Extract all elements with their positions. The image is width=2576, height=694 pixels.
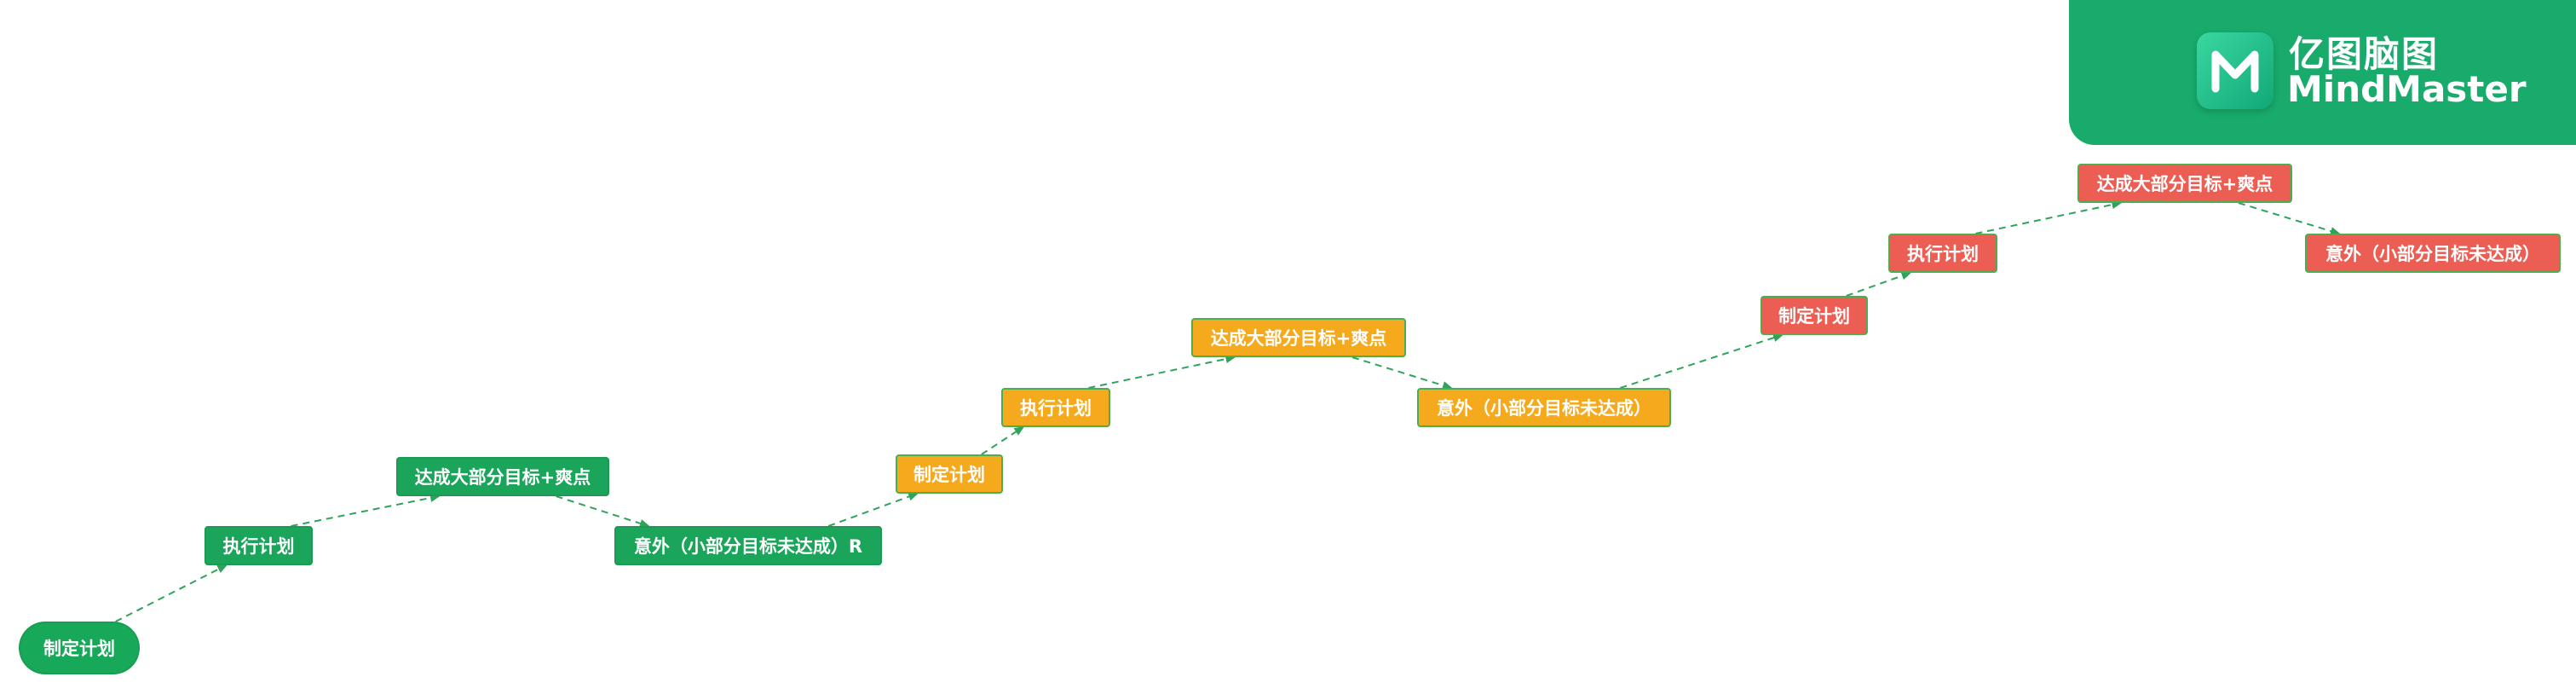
node-s2-plan[interactable]: 制定计划 <box>896 454 1003 494</box>
connector-arrow <box>1620 333 1784 389</box>
connector-arrow <box>291 494 441 527</box>
node-s2-exec[interactable]: 执行计划 <box>1001 388 1110 427</box>
node-s1-exec[interactable]: 执行计划 <box>205 526 313 565</box>
connector-arrow <box>1975 200 2123 234</box>
connector-arrow <box>115 564 228 622</box>
node-s2-accident[interactable]: 意外（小部分目标未达成） <box>1417 388 1671 427</box>
node-s3-accident[interactable]: 意外（小部分目标未达成） <box>2305 234 2561 273</box>
node-s3-plan[interactable]: 制定计划 <box>1761 296 1868 335</box>
node-s3-exec[interactable]: 执行计划 <box>1888 234 1997 273</box>
node-s3-goal[interactable]: 达成大部分目标+爽点 <box>2078 164 2292 203</box>
node-s1-plan[interactable]: 制定计划 <box>19 622 140 674</box>
connector-arrow <box>2238 202 2341 235</box>
connector-arrow <box>1088 355 1236 389</box>
node-s1-accident[interactable]: 意外（小部分目标未达成）R <box>614 526 882 565</box>
connector-arrow <box>1846 271 1912 297</box>
connector-arrow <box>556 495 650 528</box>
node-s1-goal[interactable]: 达成大部分目标+爽点 <box>396 457 609 496</box>
connector-arrow <box>1351 356 1453 390</box>
connector-arrow <box>981 425 1025 455</box>
connector-arrow <box>827 492 919 527</box>
mindmaster-logo-icon <box>2197 32 2273 109</box>
brand-name-cn: 亿图脑图 <box>2289 33 2440 75</box>
brand-banner: 亿图脑图 MindMaster <box>2069 0 2576 145</box>
brand-name-en: MindMaster <box>2287 68 2527 110</box>
node-s2-goal[interactable]: 达成大部分目标+爽点 <box>1191 318 1406 357</box>
